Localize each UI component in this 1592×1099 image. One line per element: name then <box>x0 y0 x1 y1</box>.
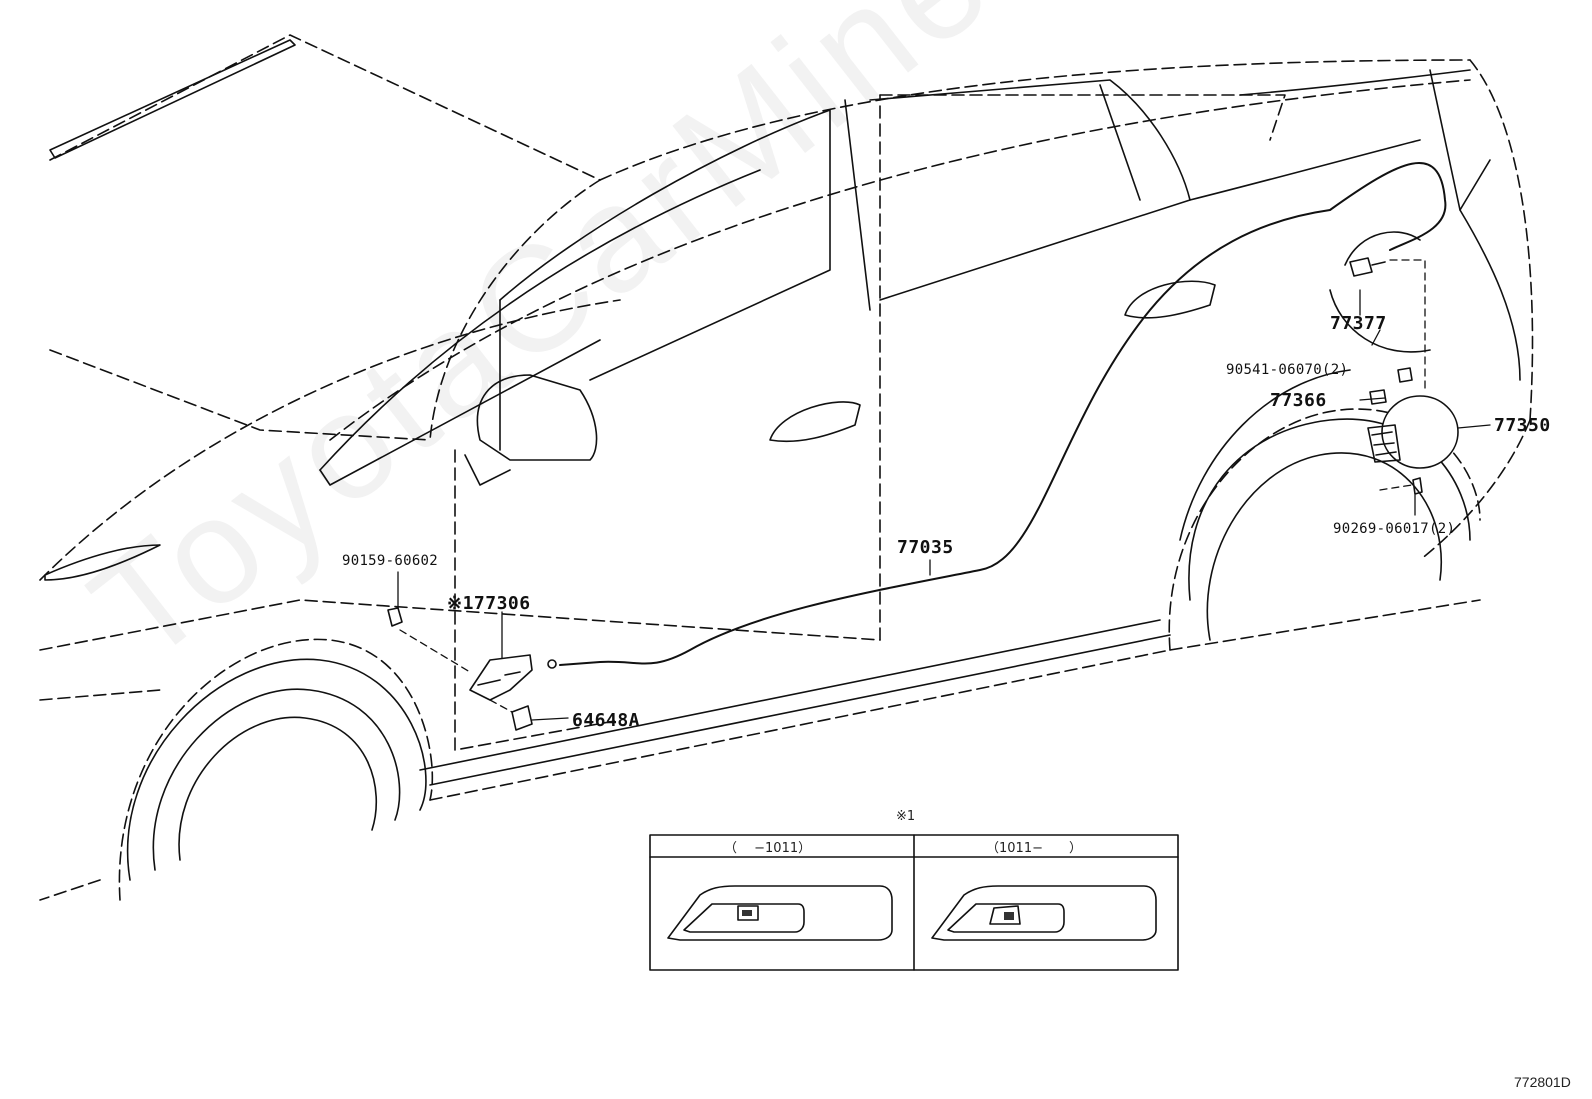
label-90159-60602: 90159-60602 <box>342 553 439 569</box>
label-77366: 77366 <box>1270 390 1327 411</box>
side-mirror <box>464 374 598 486</box>
inset-table <box>649 834 1179 971</box>
screw-upper-part <box>1397 367 1413 383</box>
dashed-leader-lines <box>399 259 1426 713</box>
car-body-outline <box>39 34 1534 901</box>
opener-lever <box>469 654 533 701</box>
fuel-lid <box>1381 395 1459 469</box>
leader-lines <box>397 289 1491 721</box>
label-77306: ※177306 <box>447 593 531 614</box>
label-90269-06017: 90269-06017(2) <box>1333 521 1456 537</box>
label-77350: 77350 <box>1494 415 1551 436</box>
label-64648A: 64648A <box>572 710 641 731</box>
door-handles <box>769 280 1216 443</box>
release-cable <box>559 162 1447 666</box>
label-90541-06070: 90541-06070(2) <box>1226 362 1349 378</box>
label-77035: 77035 <box>897 537 954 558</box>
cable-end-fitting <box>547 659 557 669</box>
fuel-lid-opening <box>1329 231 1431 353</box>
clip <box>387 607 403 627</box>
fuel-lid-hinge <box>1367 424 1401 463</box>
diagram-id: 772801D <box>1514 1074 1571 1090</box>
label-77377: 77377 <box>1330 313 1387 334</box>
car-body-lines <box>44 39 1521 881</box>
inset-left-range: （ −1011） <box>724 841 812 856</box>
bracket <box>511 705 533 731</box>
lock-assy <box>1349 257 1386 277</box>
hinge-spring <box>1369 389 1387 405</box>
screw-lower-part <box>1412 477 1423 495</box>
inset-right-range: （1011− ） <box>986 841 1082 856</box>
inset-note: ※1 <box>896 809 916 824</box>
